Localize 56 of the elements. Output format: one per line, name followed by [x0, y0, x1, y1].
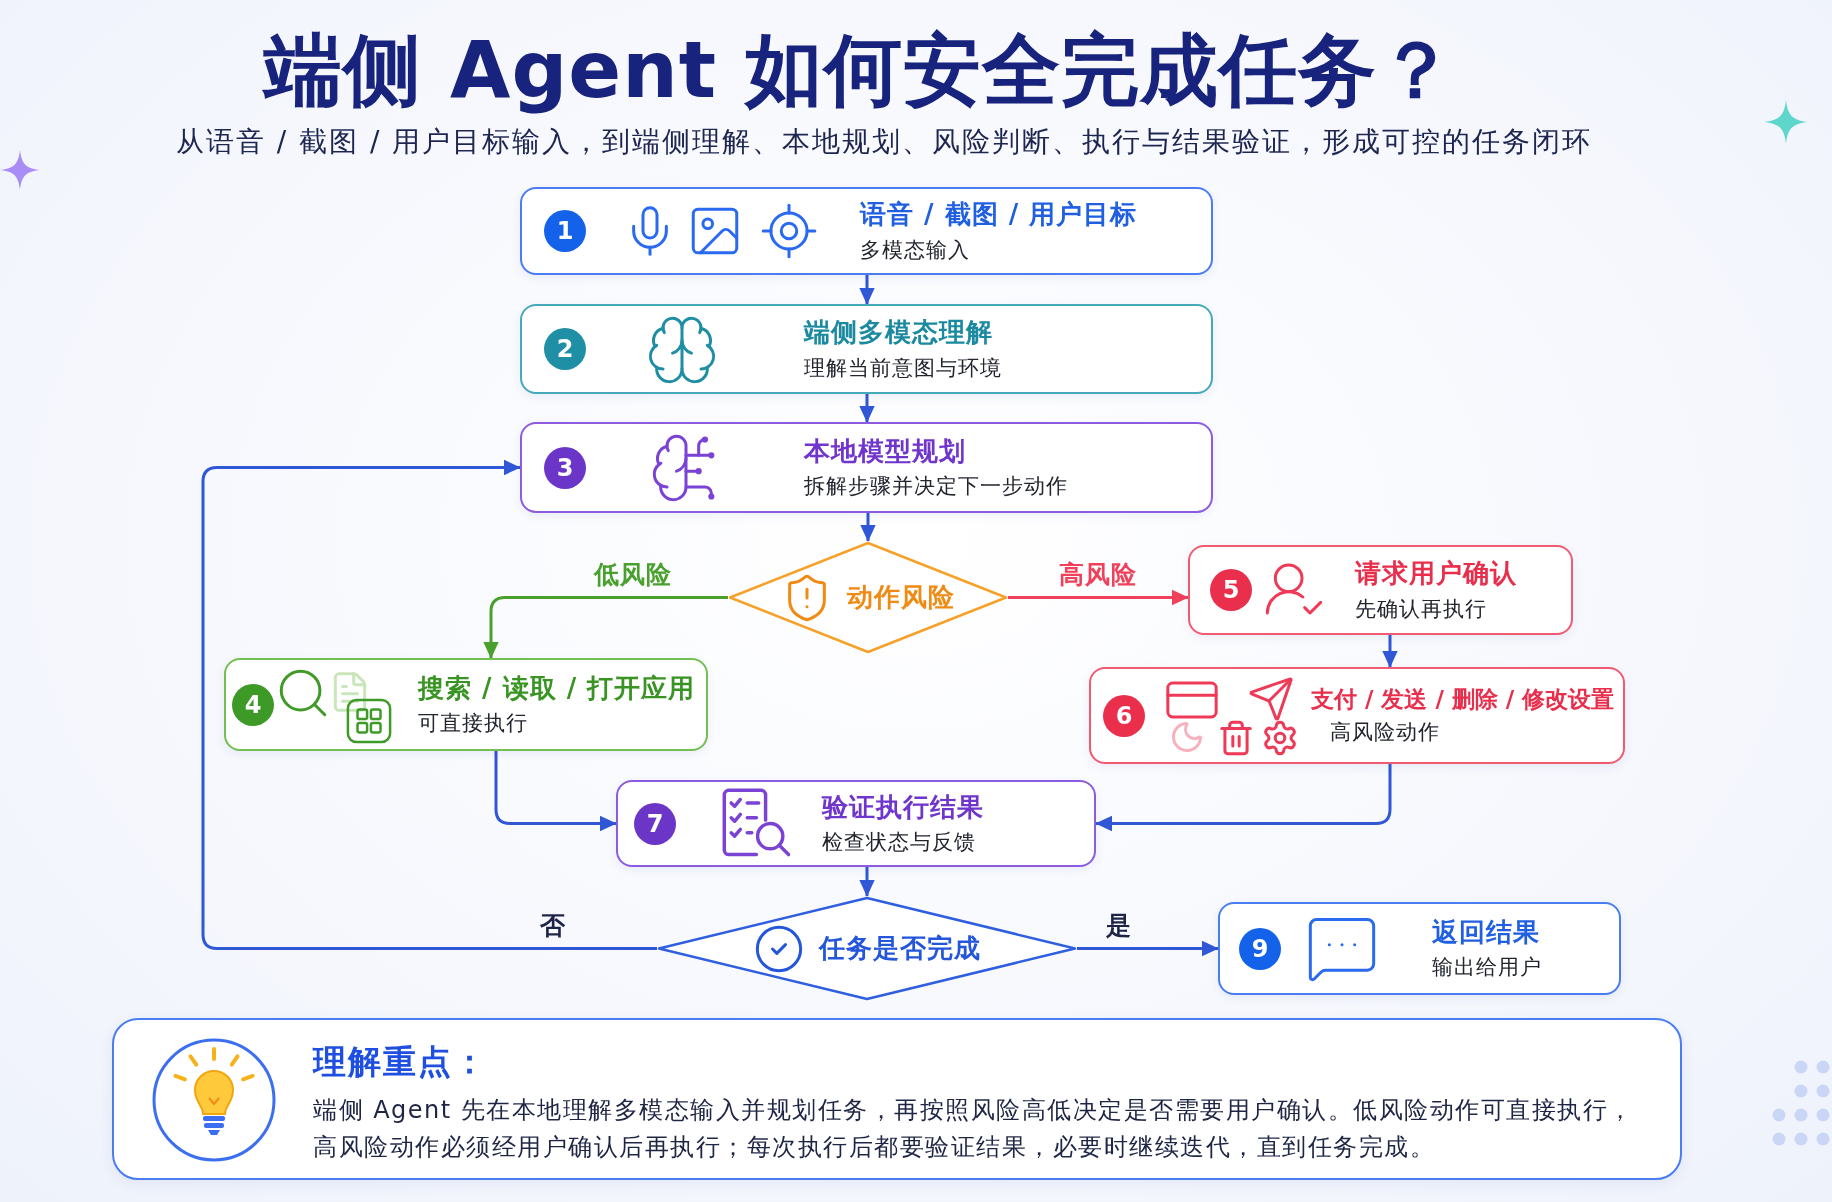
decision-diamond [728, 541, 1008, 654]
note-text: 端侧 Agent 先在本地理解多模态输入并规划任务，再按照风险高低决定是否需要用户确认。低风险动作可直接执行，高风险动作必须经用户确认后再执行；每次执行后都要验证结果，必要时继续迭代，直到任务完成。 [313, 1095, 1635, 1163]
decision-label: 动作风险 [847, 581, 955, 614]
step-title: 支付 / 发送 / 删除 / 修改设置 [1311, 685, 1615, 714]
process-box [1218, 902, 1621, 995]
step-number: 9 [1239, 927, 1281, 970]
flow-arrow [201, 459, 657, 950]
subtitle: 从语音 / 截图 / 用户目标输入，到端侧理解、本地规划、风险判断、执行与结果验证，形成可控的任务闭环 [175, 124, 1593, 160]
flow-arrow [1077, 940, 1219, 957]
step-title: 本地模型规划 [804, 435, 967, 467]
step-number: 5 [1210, 569, 1252, 611]
edge-label: 高风险 [1059, 559, 1137, 590]
step-description: 先确认再执行 [1355, 596, 1488, 622]
step-title: 请求用户确认 [1355, 558, 1517, 590]
flow-arrow [1008, 589, 1189, 606]
flow-arrow [860, 513, 876, 542]
process-box [224, 658, 708, 751]
step-title: 语音 / 截图 / 用户目标 [860, 199, 1138, 231]
process-box [520, 422, 1213, 513]
step-number: 6 [1103, 694, 1145, 737]
flow-arrow [859, 867, 875, 897]
edge-label: 是 [1106, 910, 1133, 941]
process-box [520, 187, 1213, 275]
flow-arrow [483, 596, 728, 659]
step-description: 多模态输入 [860, 237, 971, 263]
step-number: 3 [544, 446, 586, 489]
edge-label: 低风险 [594, 559, 673, 590]
step-title: 端侧多模态理解 [804, 317, 994, 349]
decision-label: 任务是否完成 [819, 932, 981, 965]
note-heading: 理解重点： [313, 1042, 488, 1082]
flow-arrow [1095, 764, 1392, 832]
step-title: 搜索 / 读取 / 打开应用 [418, 672, 696, 704]
flow-arrow [1382, 635, 1398, 668]
flow-arrow [859, 394, 875, 423]
step-description: 输出给用户 [1432, 955, 1542, 981]
decision-diamond [657, 896, 1077, 1001]
edge-label: 否 [539, 910, 566, 941]
step-title: 验证执行结果 [822, 791, 984, 823]
step-description: 理解当前意图与环境 [804, 355, 1002, 381]
process-box [1089, 667, 1625, 764]
process-box [1188, 545, 1573, 635]
note-panel [112, 1018, 1682, 1180]
process-box [616, 780, 1096, 867]
title: 端侧 Agent 如何安全完成任务？ [263, 24, 1457, 117]
step-description: 检查状态与反馈 [822, 830, 977, 856]
flow-arrow [859, 275, 875, 305]
step-description: 高风险动作 [1330, 720, 1441, 746]
step-title: 返回结果 [1432, 916, 1541, 948]
step-number: 1 [544, 210, 586, 252]
step-number: 7 [634, 802, 676, 845]
step-number: 4 [232, 683, 274, 726]
flow-arrow [494, 751, 617, 832]
step-number: 2 [544, 328, 586, 370]
step-description: 拆解步骤并决定下一步动作 [804, 474, 1068, 500]
process-box [520, 304, 1213, 394]
step-description: 可直接执行 [418, 711, 529, 737]
